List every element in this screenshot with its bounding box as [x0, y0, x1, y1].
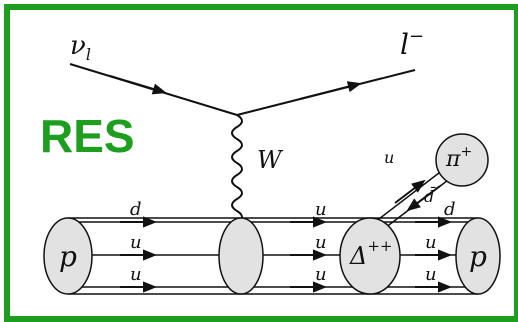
pion-blob: [435, 133, 489, 187]
outgoing-lepton-arrow: [299, 81, 362, 100]
proton-in-label: p: [59, 240, 77, 273]
pion-quark-label: u: [384, 148, 394, 167]
pion-label: π+: [445, 144, 472, 172]
quark-label: d: [130, 199, 142, 220]
proton-out-blob: [455, 217, 501, 295]
w-boson-line: [231, 114, 243, 228]
quark-label: u: [425, 264, 437, 285]
quark-label: u: [130, 264, 142, 285]
pion-quark-line: [374, 165, 449, 223]
pion-quark-arrow: [394, 179, 426, 204]
outgoing-lepton-label: l−: [400, 26, 424, 61]
delta-blob: [339, 217, 401, 295]
res-title: RES: [40, 110, 135, 162]
boson-label: W: [257, 146, 284, 174]
pion-antiquark-arrow: [406, 185, 441, 212]
quark-label: u: [315, 199, 327, 220]
proton-in-blob: [43, 217, 93, 295]
quark-label: u: [315, 232, 327, 253]
proton-out-label: p: [469, 240, 487, 273]
vertex-blob: [218, 217, 264, 295]
quark-label: u: [425, 232, 437, 253]
delta-label: Δ++: [349, 237, 392, 270]
quark-label: u: [315, 264, 327, 285]
incoming-lepton-label: νl: [70, 31, 91, 64]
quark-label: d: [444, 199, 456, 220]
quark-label: u: [130, 232, 142, 253]
incoming-lepton-arrow: [109, 75, 167, 95]
pion-antiquark-label: d̄: [424, 185, 436, 206]
